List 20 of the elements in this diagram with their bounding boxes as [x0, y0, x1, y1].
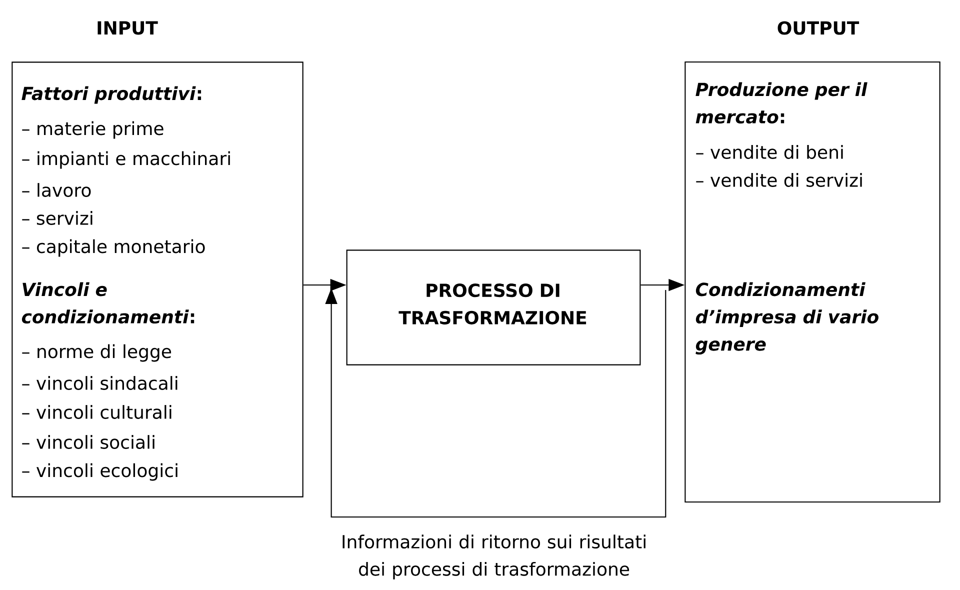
heading: Condizionamenti d’impresa di vario genere: [696, 282, 878, 354]
list-item: – materie prime: [22, 121, 164, 139]
list-item: – vendite di beni: [696, 145, 843, 159]
list-item: – impianti e macchinari: [22, 151, 230, 169]
box-title: PROCESSO DI TRASFORMAZIONE: [398, 284, 586, 324]
column-heading: INPUT: [98, 21, 158, 35]
column-heading: OUTPUT: [778, 21, 860, 35]
list-item: – norme di legge: [22, 344, 172, 362]
list-item: – vendite di servizi: [696, 173, 862, 187]
list-item: – capitale monetario: [22, 239, 205, 257]
list-item: – vincoli culturali: [22, 405, 172, 419]
list-item: – vincoli sindacali: [22, 376, 178, 390]
list-item: – servizi: [22, 211, 92, 225]
edge-label: Informazioni di ritorno sui risultati dei processi di trasformazione: [342, 534, 646, 580]
list-item: – vincoli sociali: [22, 435, 154, 449]
heading: Produzione per il mercato:: [696, 82, 868, 124]
list-item: – vincoli ecologici: [22, 463, 178, 481]
heading: Fattori produttivi:: [22, 86, 202, 104]
list-item: – lavoro: [22, 183, 91, 197]
heading: Vincoli e condizionamenti:: [22, 282, 194, 324]
